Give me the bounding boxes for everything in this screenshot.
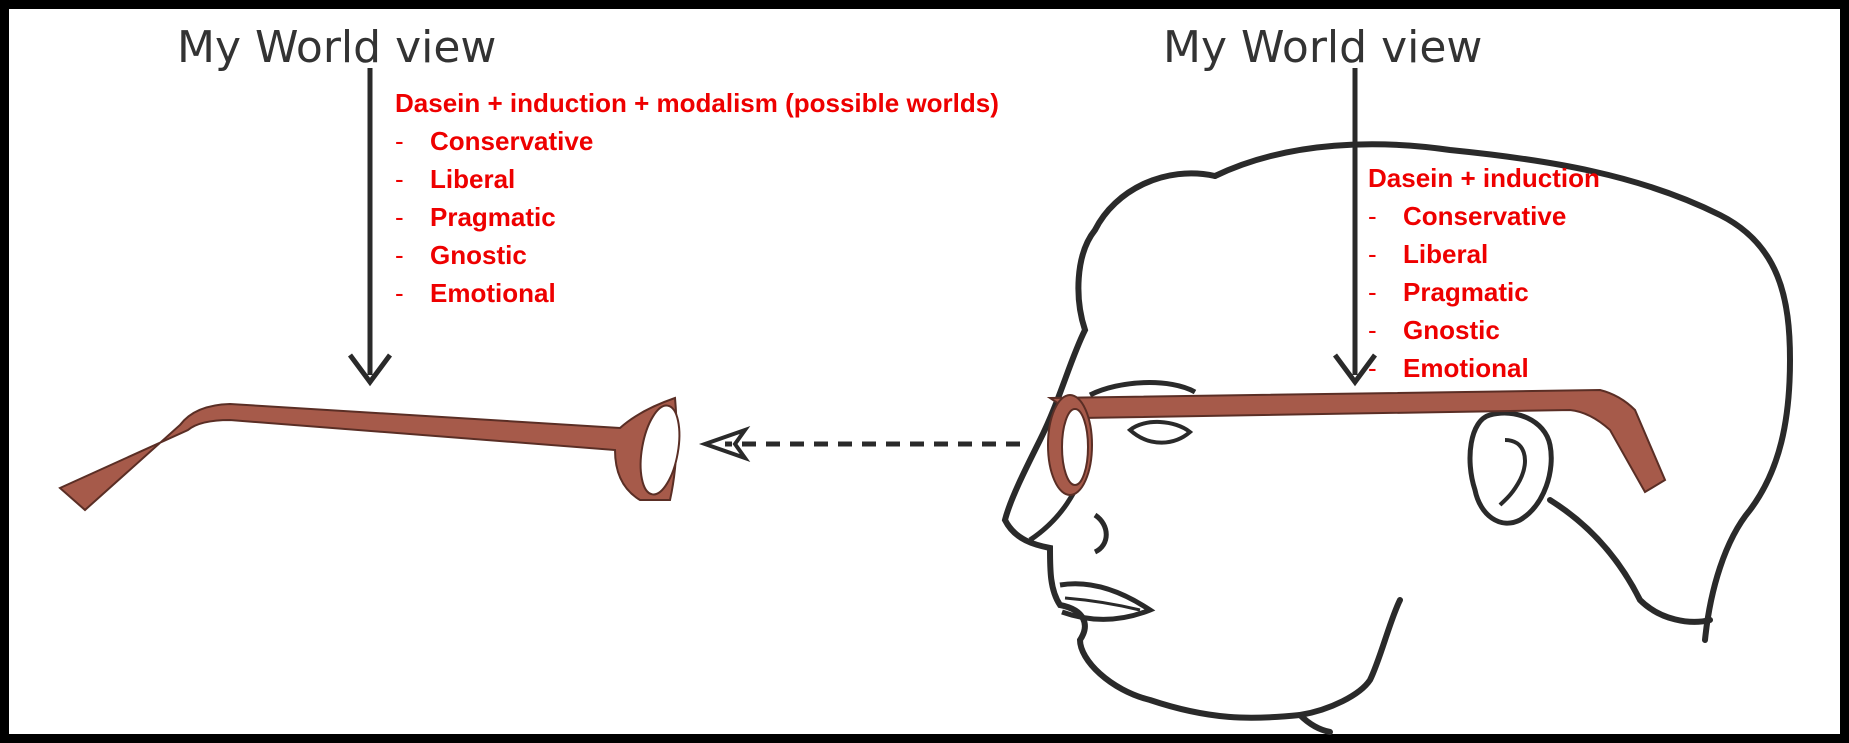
left-item-label: Conservative [430,126,593,156]
left-list-item: -Pragmatic [395,198,999,236]
right-list-item: -Emotional [1368,349,1600,387]
left-down-arrow [350,68,390,382]
right-item-label: Emotional [1403,353,1529,383]
bullet-dash: - [395,122,404,160]
bullet-dash: - [1368,311,1377,349]
right-title: My World view [1163,26,1482,70]
left-item-label: Liberal [430,164,515,194]
bullet-dash: - [1368,197,1377,235]
bullet-dash: - [395,236,404,274]
left-heading: Dasein + induction + modalism (possible … [395,84,999,122]
left-item-label: Emotional [430,278,556,308]
right-heading: Dasein + induction [1368,159,1600,197]
glasses-icon [60,398,686,510]
bullet-dash: - [395,198,404,236]
left-list-item: -Emotional [395,274,999,312]
bullet-dash: - [1368,273,1377,311]
right-list-item: -Liberal [1368,235,1600,273]
left-list-item: -Liberal [395,160,999,198]
left-list-item: -Gnostic [395,236,999,274]
left-item-label: Pragmatic [430,202,556,232]
left-item-label: Gnostic [430,240,527,270]
left-title: My World view [177,26,496,70]
bullet-dash: - [1368,235,1377,273]
bullet-dash: - [1368,349,1377,387]
right-item-label: Conservative [1403,201,1566,231]
left-perspective-block: Dasein + induction + modalism (possible … [395,84,999,312]
right-list-item: -Pragmatic [1368,273,1600,311]
right-item-label: Liberal [1403,239,1488,269]
right-list-item: -Gnostic [1368,311,1600,349]
right-perspective-block: Dasein + induction -Conservative -Libera… [1368,159,1600,387]
left-list-item: -Conservative [395,122,999,160]
right-item-label: Gnostic [1403,315,1500,345]
bullet-dash: - [395,274,404,312]
right-item-label: Pragmatic [1403,277,1529,307]
right-list-item: -Conservative [1368,197,1600,235]
bullet-dash: - [395,160,404,198]
dashed-arrow-left [705,430,1020,458]
